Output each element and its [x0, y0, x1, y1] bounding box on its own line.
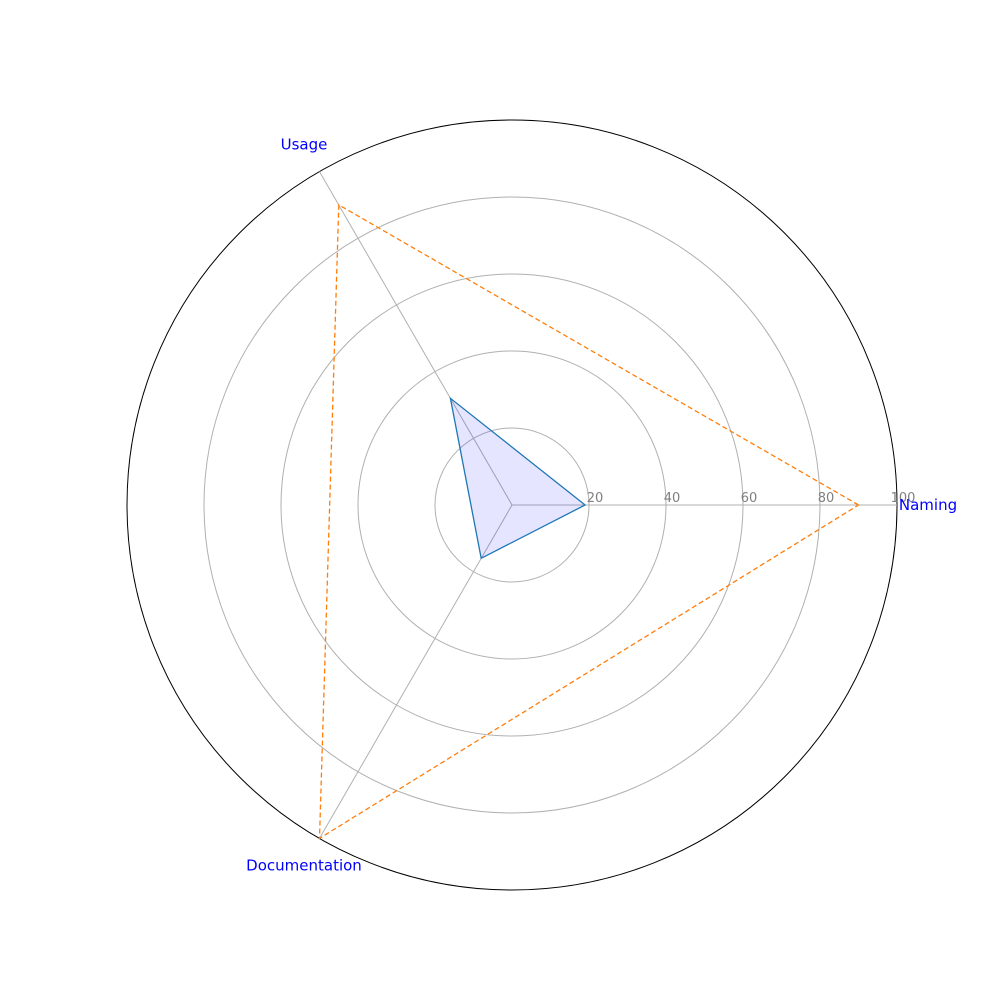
radial-tick-label: 60 — [741, 491, 758, 506]
spoke-usage — [319, 171, 513, 506]
axis-label-naming: Naming — [899, 496, 957, 514]
series-1-polygon — [449, 396, 587, 560]
radial-tick-label: 80 — [818, 491, 835, 506]
series-layer — [318, 203, 860, 840]
axis-label-documentation: Documentation — [246, 856, 362, 874]
spoke-documentation — [319, 504, 513, 839]
radial-tick-label: 100 — [891, 491, 916, 506]
radial-tick-label: 40 — [664, 491, 681, 506]
radial-tick-label: 20 — [587, 491, 604, 506]
series-2-polygon — [318, 203, 860, 840]
grid-layer — [126, 119, 898, 891]
axis-label-usage: Usage — [281, 136, 328, 154]
